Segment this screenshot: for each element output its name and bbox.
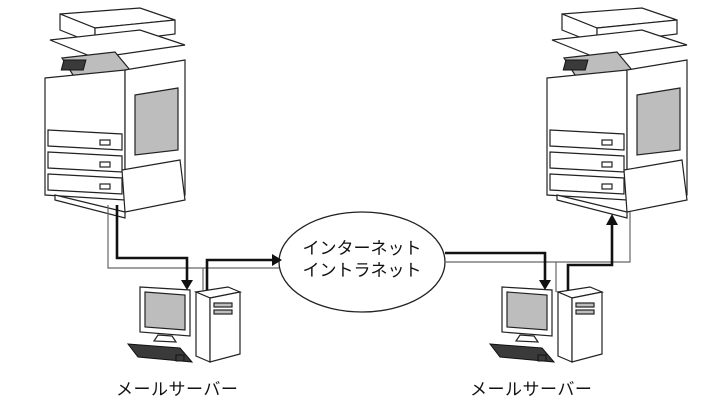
server-label-right: メールサーバー — [470, 380, 593, 400]
data-flow-path — [115, 205, 618, 290]
server-label-left: メールサーバー — [116, 380, 239, 400]
arrow-down-icon — [181, 280, 193, 290]
network-label-line1: インターネット — [302, 239, 422, 259]
server-pc-icon-right — [488, 286, 605, 363]
copier-icon-right — [546, 7, 688, 219]
network-label-line2: イントラネット — [302, 261, 422, 281]
arrow-down-icon — [539, 280, 551, 290]
network-label: インターネット イントラネット — [282, 238, 442, 282]
network-cable-lines — [107, 205, 631, 292]
arrow-right-icon — [272, 254, 282, 266]
copier-icon-left — [44, 7, 186, 219]
server-pc-icon-left — [126, 286, 243, 363]
arrow-up-icon — [606, 214, 618, 225]
